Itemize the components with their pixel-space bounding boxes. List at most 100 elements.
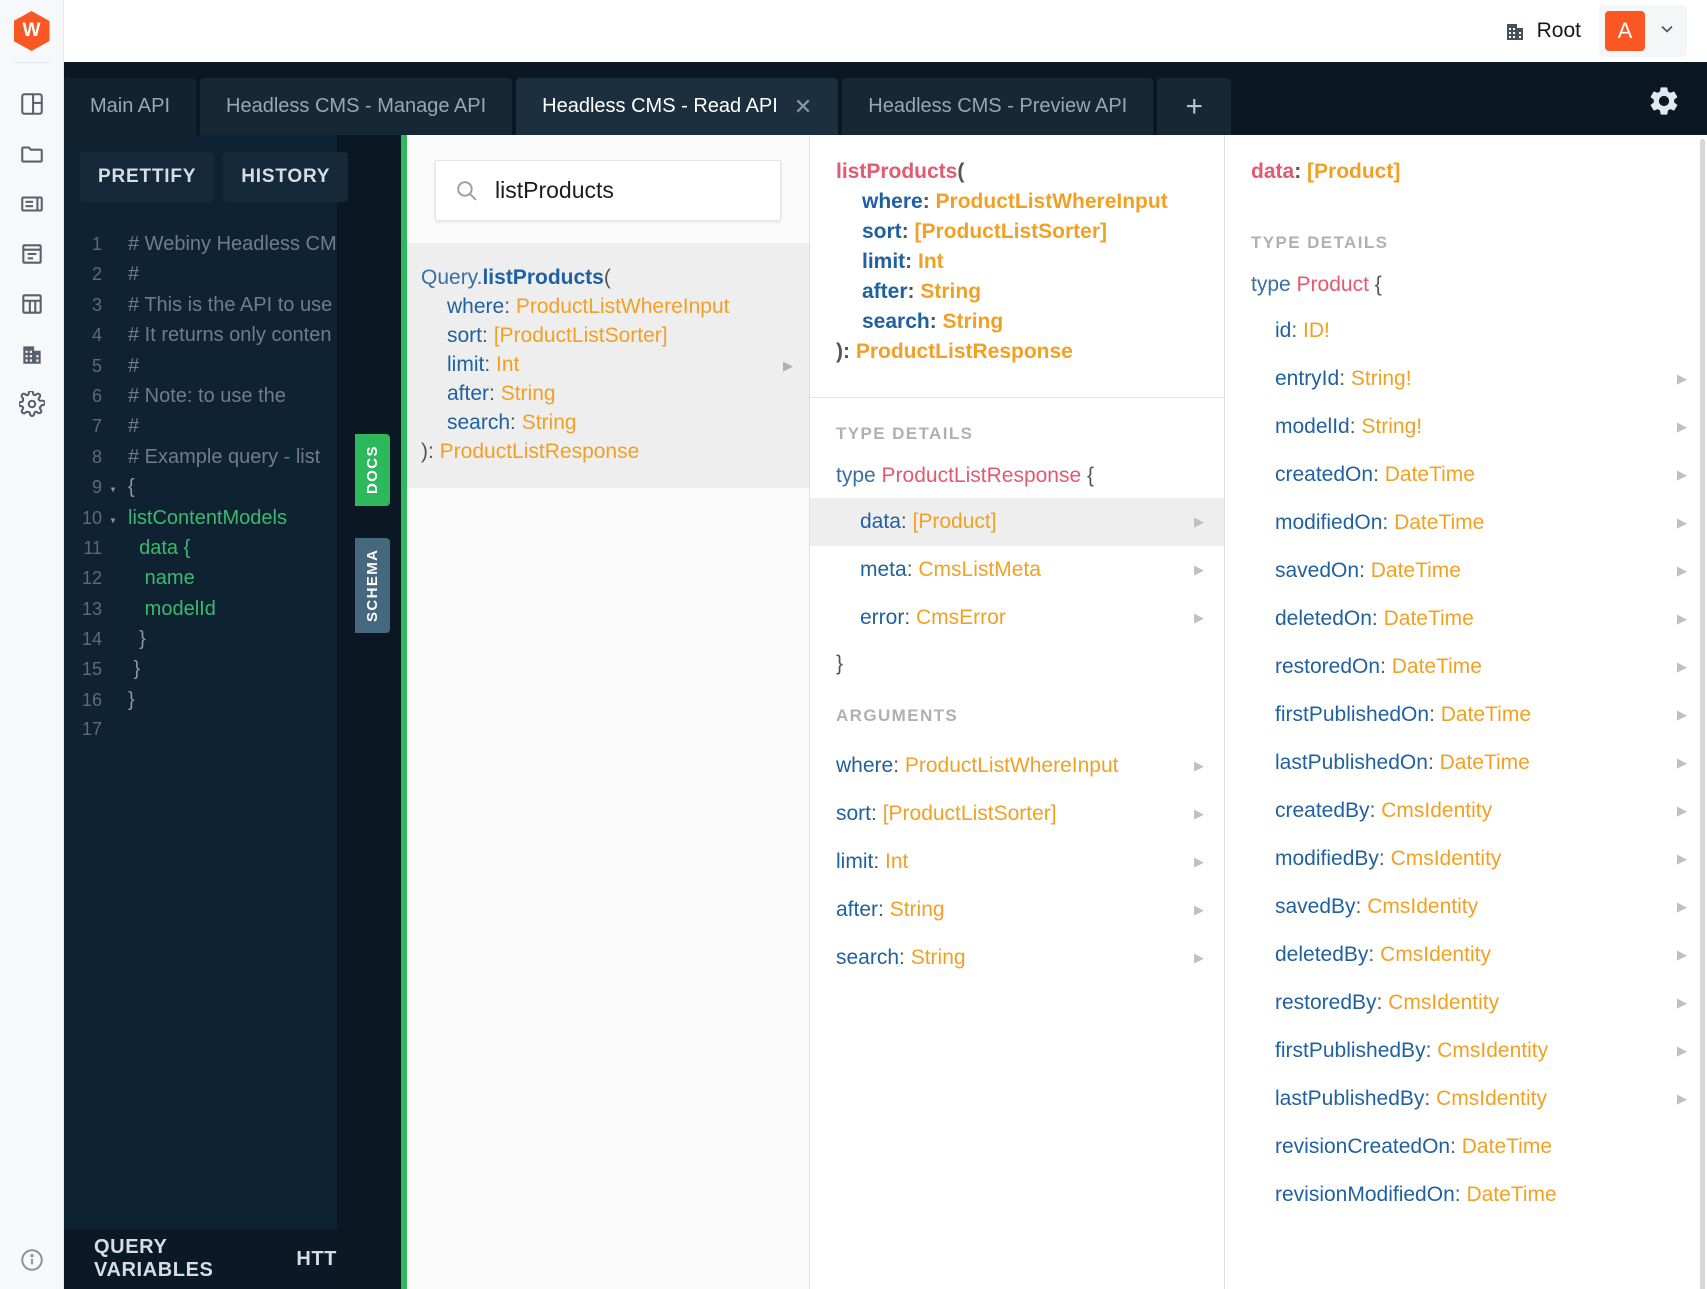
field-type: CmsError xyxy=(916,606,1006,629)
line-number: 14 xyxy=(81,629,102,650)
tab-http-headers[interactable]: HTT xyxy=(296,1247,337,1270)
product-field-restoredBy[interactable]: restoredBy: CmsIdentity▶ xyxy=(1225,979,1707,1027)
type-keyword: type xyxy=(836,464,876,487)
form-builder-icon[interactable] xyxy=(0,179,64,229)
docs-type-column: data: [Product] TYPE DETAILS type Produc… xyxy=(1225,135,1707,1289)
colon: : xyxy=(1450,1135,1462,1158)
graphiql-container: Main API Headless CMS - Manage API Headl… xyxy=(64,62,1707,1289)
field-name: lastPublishedBy xyxy=(1275,1087,1425,1110)
product-field-createdOn[interactable]: createdOn: DateTime▶ xyxy=(1225,451,1707,499)
file-manager-icon[interactable] xyxy=(0,129,64,179)
tenant-manager-icon[interactable] xyxy=(0,329,64,379)
sig-arg-search: search: String xyxy=(862,310,1004,333)
search-input[interactable] xyxy=(495,177,762,204)
field-type: DateTime xyxy=(1440,703,1531,726)
field-name: revisionModifiedOn xyxy=(1275,1183,1455,1206)
avatar: A xyxy=(1605,11,1645,51)
product-field-firstPublishedBy[interactable]: firstPublishedBy: CmsIdentity▶ xyxy=(1225,1027,1707,1075)
app-sidebar: W xyxy=(0,0,64,1289)
argument-limit[interactable]: limit: Int ▶ xyxy=(836,850,1204,873)
product-field-deletedBy[interactable]: deletedBy: CmsIdentity▶ xyxy=(1225,931,1707,979)
tab-query-variables[interactable]: QUERY VARIABLES xyxy=(94,1236,214,1281)
argument-search[interactable]: search: String ▶ xyxy=(836,946,1204,969)
tab-headless-cms-manage-api[interactable]: Headless CMS - Manage API xyxy=(200,78,513,135)
settings-gear-icon[interactable] xyxy=(0,379,64,429)
product-field-revisionModifiedOn[interactable]: revisionModifiedOn: DateTime xyxy=(1225,1171,1707,1219)
argument-after[interactable]: after: String ▶ xyxy=(836,898,1204,921)
chevron-right-icon: ▶ xyxy=(1194,950,1204,965)
field-type: DateTime xyxy=(1394,511,1485,534)
code-text: } xyxy=(128,658,141,681)
type-field-error[interactable]: error: CmsError ▶ xyxy=(860,606,1204,629)
close-icon[interactable]: ✕ xyxy=(793,93,813,119)
fold-toggle-icon[interactable]: ▾ xyxy=(109,482,117,497)
line-number: 17 xyxy=(81,719,102,740)
result-name: listProducts xyxy=(482,266,604,289)
arg-name: limit xyxy=(836,850,874,873)
product-field-id[interactable]: id: ID! xyxy=(1225,307,1707,355)
product-field-entryId[interactable]: entryId: String!▶ xyxy=(1225,355,1707,403)
tenant-selector[interactable]: Root xyxy=(1503,19,1599,43)
account-menu[interactable]: A xyxy=(1599,5,1687,57)
prettify-button[interactable]: PRETTIFY xyxy=(80,152,215,202)
scrollbar-thumb[interactable] xyxy=(1700,139,1705,1289)
docs-search-column: Query.listProducts( where: ProductListWh… xyxy=(407,135,810,1289)
argument-sort[interactable]: sort: [ProductListSorter] ▶ xyxy=(836,802,1204,825)
headless-cms-icon[interactable] xyxy=(0,229,64,279)
tab-main-api[interactable]: Main API xyxy=(64,78,197,135)
product-field-lastPublishedOn[interactable]: lastPublishedOn: DateTime▶ xyxy=(1225,739,1707,787)
gear-icon[interactable] xyxy=(1647,84,1681,123)
page-builder-icon[interactable] xyxy=(0,79,64,129)
field-name: entryId xyxy=(1275,367,1340,390)
colon: : xyxy=(1291,319,1304,342)
field-type: DateTime xyxy=(1384,463,1475,486)
product-field-modifiedBy[interactable]: modifiedBy: CmsIdentity▶ xyxy=(1225,835,1707,883)
product-field-modelId[interactable]: modelId: String!▶ xyxy=(1225,403,1707,451)
product-field-modifiedOn[interactable]: modifiedOn: DateTime▶ xyxy=(1225,499,1707,547)
product-field-createdBy[interactable]: createdBy: CmsIdentity▶ xyxy=(1225,787,1707,835)
docs-vertical-tab[interactable]: DOCS xyxy=(355,434,390,506)
colon: : xyxy=(1376,991,1389,1014)
tab-headless-cms-read-api[interactable]: Headless CMS - Read API ✕ xyxy=(516,78,839,135)
sig-arg-sort: sort: [ProductListSorter] xyxy=(862,220,1108,243)
logo-letter: W xyxy=(22,20,41,41)
colon: : xyxy=(1429,703,1441,726)
result-prefix: Query. xyxy=(421,266,483,289)
divider xyxy=(810,397,1224,398)
field-name: deletedOn xyxy=(1275,607,1372,630)
webiny-logo[interactable]: W xyxy=(0,0,64,62)
product-field-savedBy[interactable]: savedBy: CmsIdentity▶ xyxy=(1225,883,1707,931)
code-line: 10▾listContentModels xyxy=(64,507,337,537)
search-box[interactable] xyxy=(435,160,781,221)
tab-headless-cms-preview-api[interactable]: Headless CMS - Preview API xyxy=(842,78,1154,135)
editor-toolbar: PRETTIFY HISTORY xyxy=(64,135,349,219)
sig-arg-limit: limit: Int xyxy=(862,250,944,273)
add-tab-button[interactable]: + xyxy=(1157,78,1232,135)
search-result-listProducts[interactable]: Query.listProducts( where: ProductListWh… xyxy=(407,243,809,488)
close-brace: } xyxy=(836,652,844,675)
product-field-lastPublishedBy[interactable]: lastPublishedBy: CmsIdentity▶ xyxy=(1225,1075,1707,1123)
product-field-savedOn[interactable]: savedOn: DateTime▶ xyxy=(1225,547,1707,595)
product-field-deletedOn[interactable]: deletedOn: DateTime▶ xyxy=(1225,595,1707,643)
type-field-meta[interactable]: meta: CmsListMeta ▶ xyxy=(860,558,1204,581)
history-button[interactable]: HISTORY xyxy=(223,152,349,202)
field-name: createdOn xyxy=(1275,463,1374,486)
colon: : xyxy=(1382,511,1395,534)
fold-toggle-icon[interactable]: ▾ xyxy=(109,512,117,527)
apw-icon[interactable] xyxy=(0,279,64,329)
product-field-revisionCreatedOn[interactable]: revisionCreatedOn: DateTime xyxy=(1225,1123,1707,1171)
code-line: 3# This is the API to use xyxy=(64,294,337,324)
field-type: CmsIdentity xyxy=(1381,799,1493,822)
product-field-restoredOn[interactable]: restoredOn: DateTime▶ xyxy=(1225,643,1707,691)
product-field-firstPublishedOn[interactable]: firstPublishedOn: DateTime▶ xyxy=(1225,691,1707,739)
argument-where[interactable]: where: ProductListWhereInput ▶ xyxy=(836,754,1204,777)
arg-name: limit xyxy=(862,250,906,273)
chevron-right-icon: ▶ xyxy=(1677,419,1687,434)
code-line: 17 xyxy=(64,719,337,749)
info-icon[interactable] xyxy=(0,1247,64,1273)
type-field-data[interactable]: data: [Product] ▶ xyxy=(810,498,1224,546)
field-signature: listProducts( where: ProductListWhereInp… xyxy=(810,135,1224,387)
schema-vertical-tab[interactable]: SCHEMA xyxy=(355,538,390,633)
